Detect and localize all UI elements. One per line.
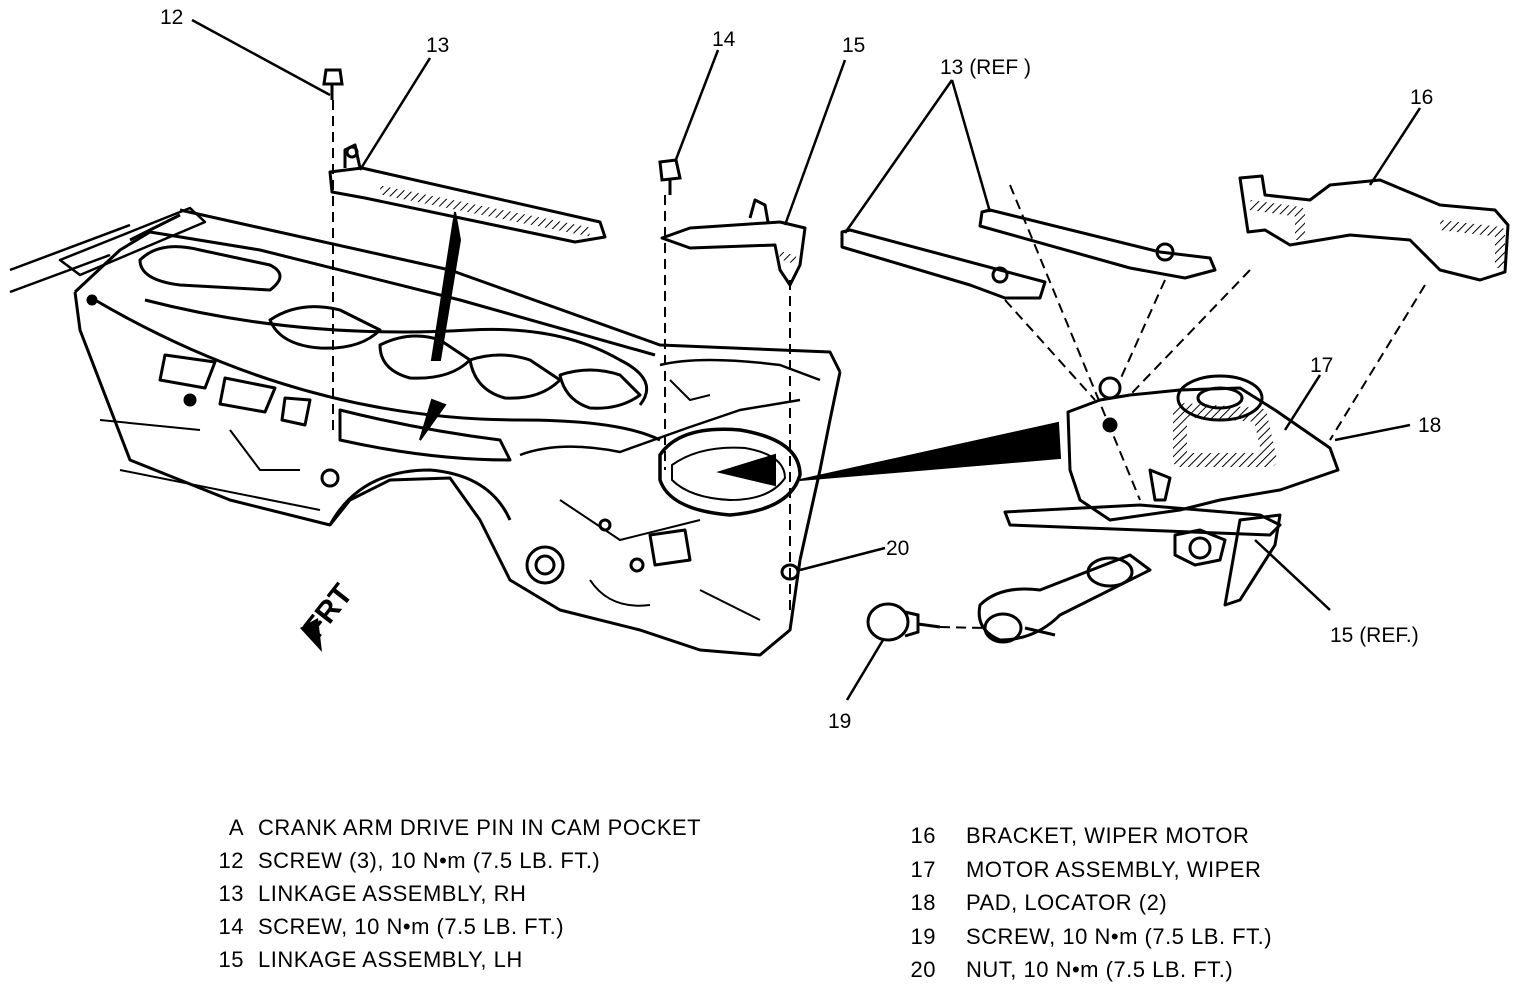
screw-14	[658, 158, 682, 195]
legend-key: 18	[910, 890, 936, 915]
legend-key: 12	[218, 848, 244, 873]
legend-desc: PAD, LOCATOR (2)	[966, 890, 1168, 915]
legend-desc: CRANK ARM DRIVE PIN IN CAM POCKET	[258, 815, 702, 840]
legend-desc: NUT, 10 N•m (7.5 LB. FT.)	[966, 957, 1234, 982]
legend-key: 17	[910, 857, 936, 882]
legend-desc: BRACKET, WIPER MOTOR	[966, 823, 1250, 848]
legend-key: 14	[218, 914, 244, 939]
legend-key: 19	[910, 924, 936, 949]
legend-key: 16	[910, 823, 936, 848]
bracket-wiper-motor	[1238, 174, 1510, 282]
callout-12: 12	[160, 6, 183, 29]
linkage-assembly-rh	[328, 143, 607, 244]
callout-17: 17	[1310, 354, 1333, 377]
parts-legend-left: A CRANK ARM DRIVE PIN IN CAM POCKET 12 S…	[196, 812, 796, 982]
callout-15-ref: 15 (REF.)	[1330, 624, 1419, 647]
callout-19: 19	[828, 710, 851, 733]
front-direction-indicator: FRT	[298, 578, 359, 652]
screw-12	[322, 68, 344, 100]
callout-16: 16	[1410, 86, 1433, 109]
legend-desc: LINKAGE ASSEMBLY, RH	[258, 881, 527, 906]
callout-14: 14	[712, 28, 736, 51]
callout-labels: 12 13 14 15 13 (REF ) 16 17 18 15 (REF.)…	[160, 6, 1441, 733]
legend-desc: LINKAGE ASSEMBLY, LH	[258, 947, 523, 972]
leader-lines	[191, 18, 1422, 701]
legend-desc: SCREW, 10 N•m (7.5 LB. FT.)	[966, 924, 1273, 949]
callout-20: 20	[886, 537, 909, 560]
linkage-detail-13-ref	[840, 208, 1217, 300]
nut-20	[780, 563, 800, 581]
legend-desc: SCREW (3), 10 N•m (7.5 LB. FT.)	[258, 848, 601, 873]
legend-key: 13	[218, 881, 244, 906]
parts-legend-right: 16 BRACKET, WIPER MOTOR 17 MOTOR ASSEMBL…	[888, 820, 1488, 990]
motor-assembly-wiper	[977, 374, 1340, 644]
legend-key: 15	[218, 947, 244, 972]
screw-19	[866, 602, 941, 642]
callout-13-ref: 13 (REF )	[940, 56, 1031, 79]
legend-key: A	[228, 815, 244, 840]
legend-key: 20	[910, 957, 936, 982]
cowl-panel	[9, 206, 842, 657]
alignment-dashes	[332, 100, 1426, 629]
callout-13: 13	[426, 34, 449, 57]
legend-desc: SCREW, 10 N•m (7.5 LB. FT.)	[258, 914, 565, 939]
legend-desc: MOTOR ASSEMBLY, WIPER	[966, 857, 1262, 882]
callout-18: 18	[1418, 414, 1441, 437]
callout-15: 15	[842, 34, 865, 57]
linkage-assembly-lh	[660, 198, 807, 287]
assembly-arrows	[419, 211, 1062, 487]
